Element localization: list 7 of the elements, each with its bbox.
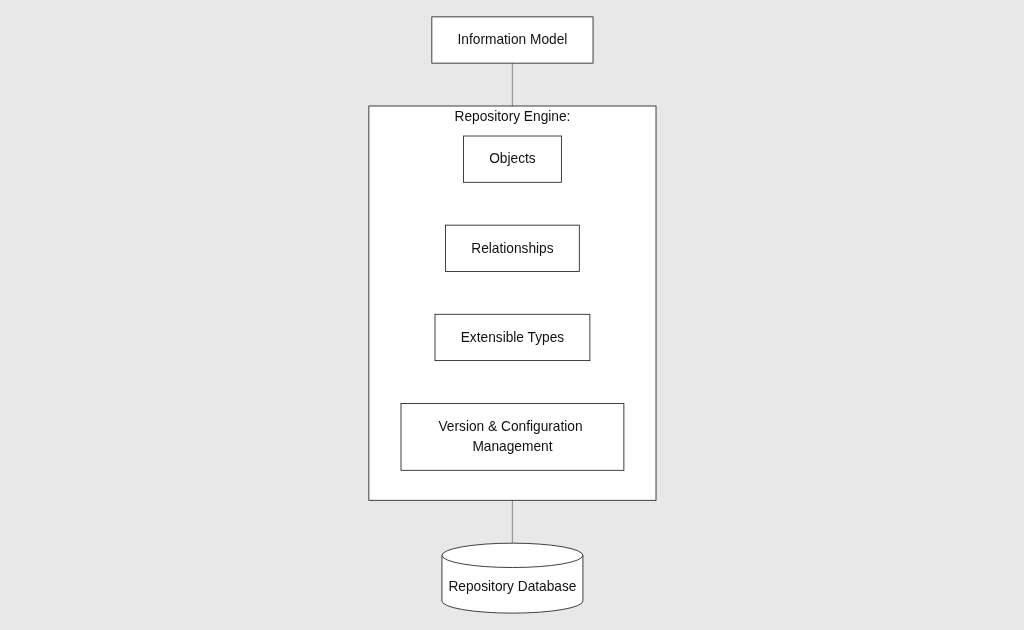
node-box: Information Model — [430, 16, 594, 64]
connector — [511, 499, 513, 544]
node-box: Relationships — [444, 224, 580, 272]
connector — [511, 62, 513, 107]
node-box: Version & Configuration Management — [400, 403, 624, 471]
node-box: Extensible Types — [434, 313, 590, 361]
node-box: Objects — [462, 135, 562, 183]
